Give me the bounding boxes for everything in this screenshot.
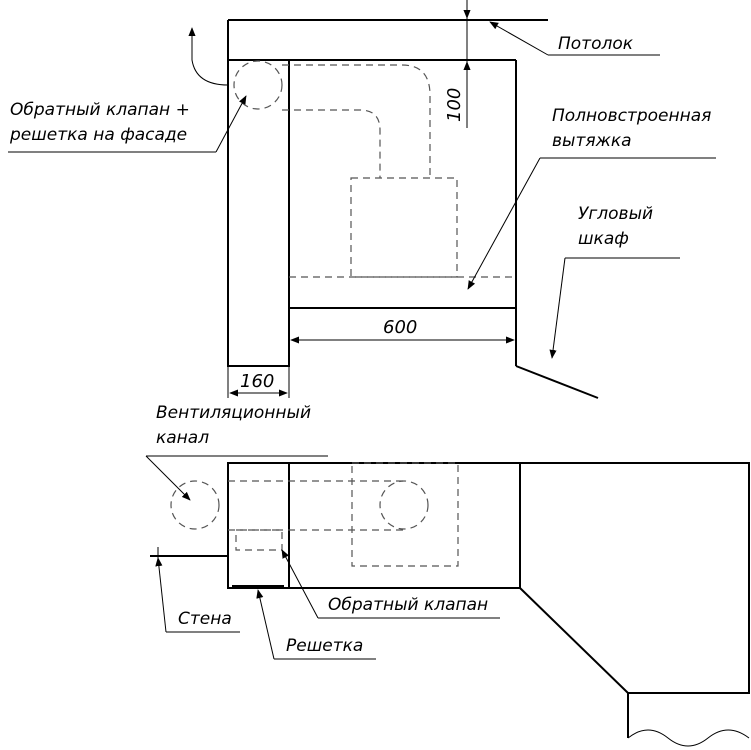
plan-corner-cabinet xyxy=(519,462,750,694)
vent-channel-label-line1: Вентиляционный xyxy=(156,403,311,423)
ceiling-leader xyxy=(489,21,549,56)
plan-vent-circle-left xyxy=(170,480,220,530)
corner-cabinet-edge xyxy=(515,365,599,399)
check-valve-leader xyxy=(281,549,319,619)
upper-box xyxy=(227,20,516,61)
ceiling-label: Потолок xyxy=(558,34,634,54)
hidden-duct xyxy=(282,64,431,178)
plan-cabinet-outline xyxy=(228,462,521,589)
dimension-160: 160 xyxy=(240,371,274,392)
plan-side-panel xyxy=(227,462,290,589)
grille-leader xyxy=(256,589,275,660)
check-valve-grille-label-line2: решетка на фасаде xyxy=(9,125,187,145)
corner-cabinet-label-line1: Угловый xyxy=(578,204,653,224)
grille-label: Решетка xyxy=(286,636,363,656)
check-valve-grille-label-line1: Обратный клапан + xyxy=(10,100,190,120)
exhaust-arrow xyxy=(188,27,229,86)
elevation-view: 100 600 160 Потолок Обратный клапан + ре… xyxy=(8,0,716,399)
hidden-duct-inner xyxy=(282,109,381,178)
corner-cabinet-leader xyxy=(549,257,566,359)
wall-leader xyxy=(155,557,167,633)
check-valve-grille-leader xyxy=(215,95,247,153)
built-in-hood-label-line1: Полновстроенная xyxy=(552,106,711,126)
plan-check-valve xyxy=(235,529,283,551)
built-in-hood-leader xyxy=(467,157,541,290)
side-panel xyxy=(227,59,290,367)
plan-view: Вентиляционный канал Обратный клапан Сте… xyxy=(145,403,750,747)
vent-opening-circle xyxy=(233,60,283,110)
vent-channel-label-line2: канал xyxy=(156,428,209,448)
check-valve-label: Обратный клапан xyxy=(328,595,488,615)
hidden-hood-box xyxy=(350,177,458,278)
dimension-600: 600 xyxy=(383,317,417,338)
plan-vent-circle-right xyxy=(379,480,429,530)
built-in-hood-label-line2: вытяжка xyxy=(552,131,632,151)
plan-hood-box xyxy=(351,462,459,567)
corner-cabinet-label-line2: шкаф xyxy=(578,229,629,249)
dimension-100: 100 xyxy=(444,88,465,122)
wall-label: Стена xyxy=(178,609,232,629)
vent-channel-leader xyxy=(145,455,191,501)
plan-break-line xyxy=(627,729,750,747)
